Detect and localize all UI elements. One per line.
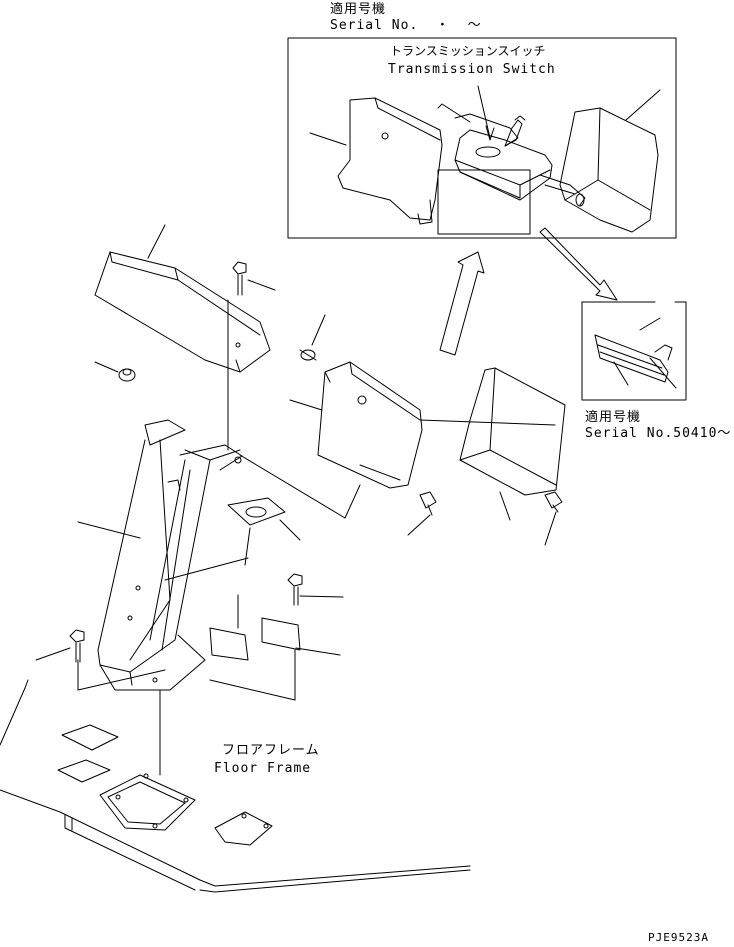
bolt-mid-2	[545, 492, 562, 545]
arrow-up	[440, 252, 484, 355]
bolt-lower-left	[36, 630, 84, 662]
upper-left-cover	[95, 225, 270, 372]
transmission-switch-label: Transmission Switch	[388, 62, 556, 77]
pad-2	[262, 618, 340, 655]
floor-frame-label: Floor Frame	[214, 761, 312, 776]
middle-cover	[290, 362, 422, 488]
bracket-plate	[228, 498, 300, 565]
right-serial-label-jp: 適用号機	[585, 410, 642, 425]
right-cover-box	[420, 368, 565, 495]
detail-right-cover	[560, 90, 660, 232]
detail-box	[288, 38, 676, 238]
knob	[300, 315, 325, 360]
top-serial-label: Serial No. ・ ～	[330, 18, 482, 33]
grommet	[95, 362, 135, 381]
right-detail-box	[582, 302, 686, 400]
drawing-code: PJE9523A	[648, 931, 709, 944]
bolt-upper	[233, 262, 275, 295]
right-serial-label: Serial No.50410～	[585, 426, 732, 441]
bolt-mid-1	[408, 492, 436, 535]
transmission-switch-label-jp: トランスミッションスイッチ	[390, 44, 546, 58]
arrow-down-right	[540, 228, 617, 300]
detail-inset-box	[438, 170, 530, 234]
pad-1	[210, 595, 248, 660]
column-stand	[78, 420, 242, 690]
top-serial-label-jp: 適用号機	[330, 2, 387, 17]
floor-frame-label-jp: フロアフレーム	[222, 743, 320, 758]
detail-left-cover	[310, 98, 442, 224]
bolt-lower-right	[288, 574, 343, 605]
transmission-switch-part	[438, 86, 585, 206]
leader-lines	[78, 300, 510, 775]
floor-frame	[0, 680, 470, 892]
